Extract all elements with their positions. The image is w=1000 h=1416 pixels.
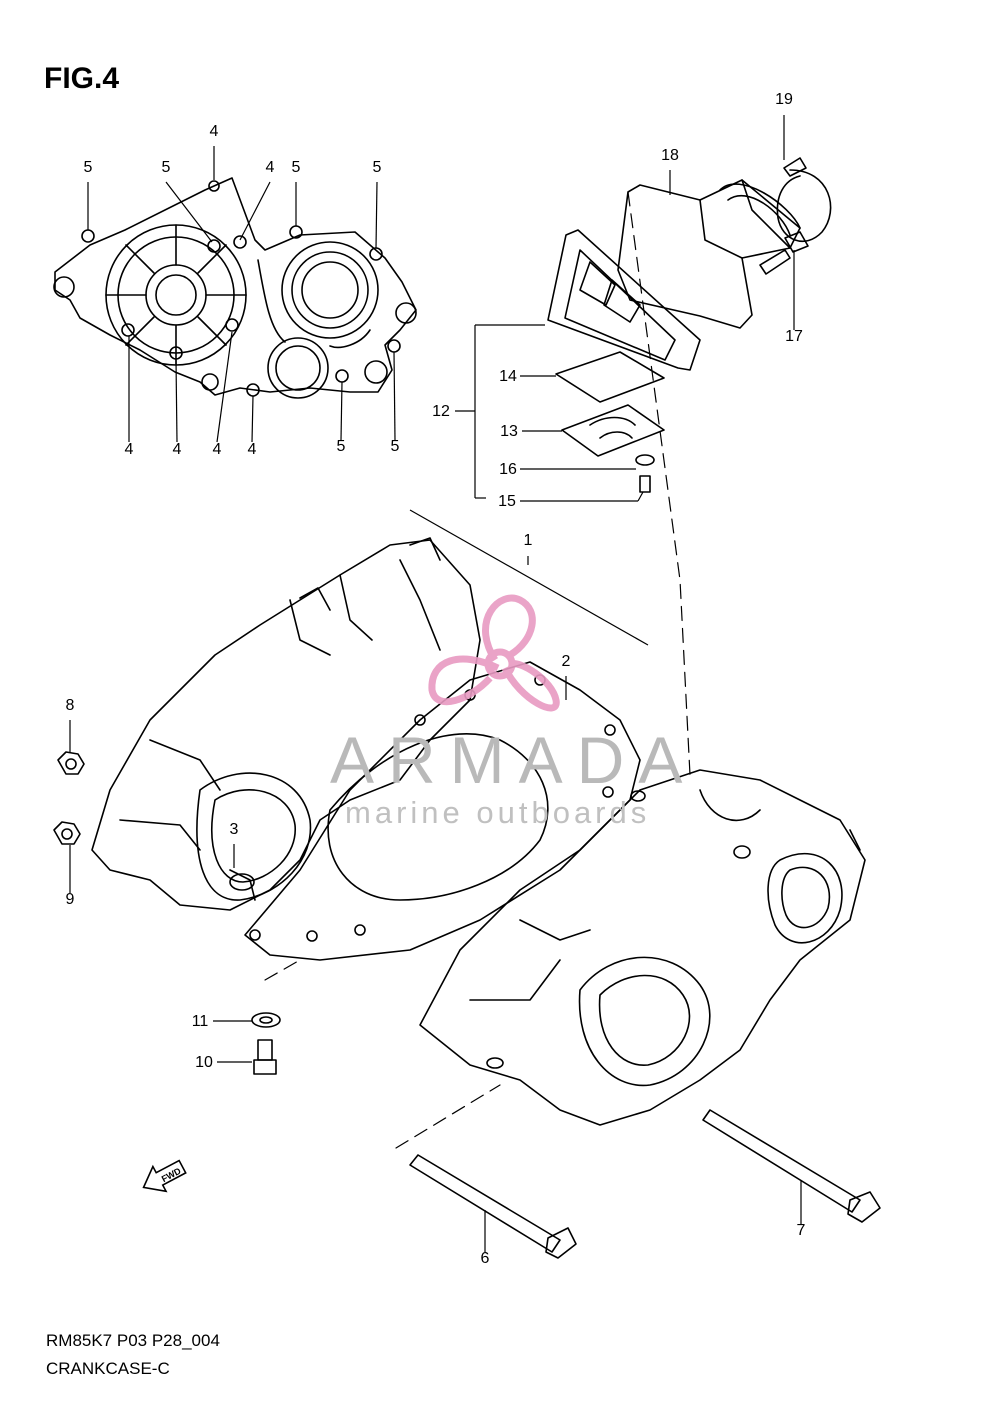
callout-c4d: 4 <box>173 441 182 458</box>
callout-c12: 12 <box>432 403 450 420</box>
intake-assembly <box>547 157 832 493</box>
callout-c5b: 5 <box>162 159 171 176</box>
fwd-arrow-icon: FWD <box>142 1159 187 1193</box>
hardware <box>53 751 881 1259</box>
callout-c5c: 5 <box>292 159 301 176</box>
leader-line-c5b <box>165 181 213 243</box>
callout-c4b: 4 <box>266 159 275 176</box>
callout-c3: 3 <box>230 821 239 838</box>
callout-c13: 13 <box>500 423 518 440</box>
callout-c11: 11 <box>192 1013 209 1030</box>
callout-c5d: 5 <box>373 159 382 176</box>
callout-c14: 14 <box>499 368 517 385</box>
crankcase-right-half <box>419 769 866 1126</box>
callout-c16: 16 <box>499 461 517 478</box>
leader-line-c5e <box>340 381 343 441</box>
side-cover <box>53 177 417 399</box>
callout-c1: 1 <box>524 532 533 549</box>
callout-c7: 7 <box>797 1222 806 1239</box>
callout-c4a: 4 <box>210 123 219 140</box>
callout-c8: 8 <box>66 697 75 714</box>
callout-c5e: 5 <box>337 438 346 455</box>
leader-line-c5f <box>393 351 396 441</box>
callout-c6: 6 <box>481 1250 490 1267</box>
callout-c2: 2 <box>562 653 571 670</box>
leader-line-c15 <box>637 491 644 502</box>
watermark-tagline: marine outboards <box>345 795 651 830</box>
callout-c4c: 4 <box>125 441 134 458</box>
section-name: CRANKCASE-C <box>46 1359 170 1378</box>
armada-logo-mark <box>428 594 560 712</box>
leader-line-c4d <box>175 359 178 443</box>
leader-line-c4f <box>251 395 254 443</box>
watermark-brand: ARMADA <box>330 723 697 797</box>
callout-c19: 19 <box>775 91 793 108</box>
leader-line-c5d <box>375 181 378 249</box>
callout-c15: 15 <box>498 493 516 510</box>
callout-c9: 9 <box>66 891 75 908</box>
figure-title: FIG.4 <box>44 62 120 95</box>
leader-line-c4e <box>216 331 233 443</box>
callout-c4e: 4 <box>213 441 222 458</box>
callout-c18: 18 <box>661 147 679 164</box>
callout-c10: 10 <box>195 1054 213 1071</box>
alignment-lines <box>264 191 691 1149</box>
leader-line-c1 <box>409 509 649 646</box>
model-code: RM85K7 P03 P28_004 <box>46 1331 220 1350</box>
leader-line-c4b <box>239 181 271 241</box>
callout-c5f: 5 <box>391 438 400 455</box>
callout-c17: 17 <box>785 328 803 345</box>
callout-c5a: 5 <box>84 159 93 176</box>
callout-c4f: 4 <box>248 441 257 458</box>
